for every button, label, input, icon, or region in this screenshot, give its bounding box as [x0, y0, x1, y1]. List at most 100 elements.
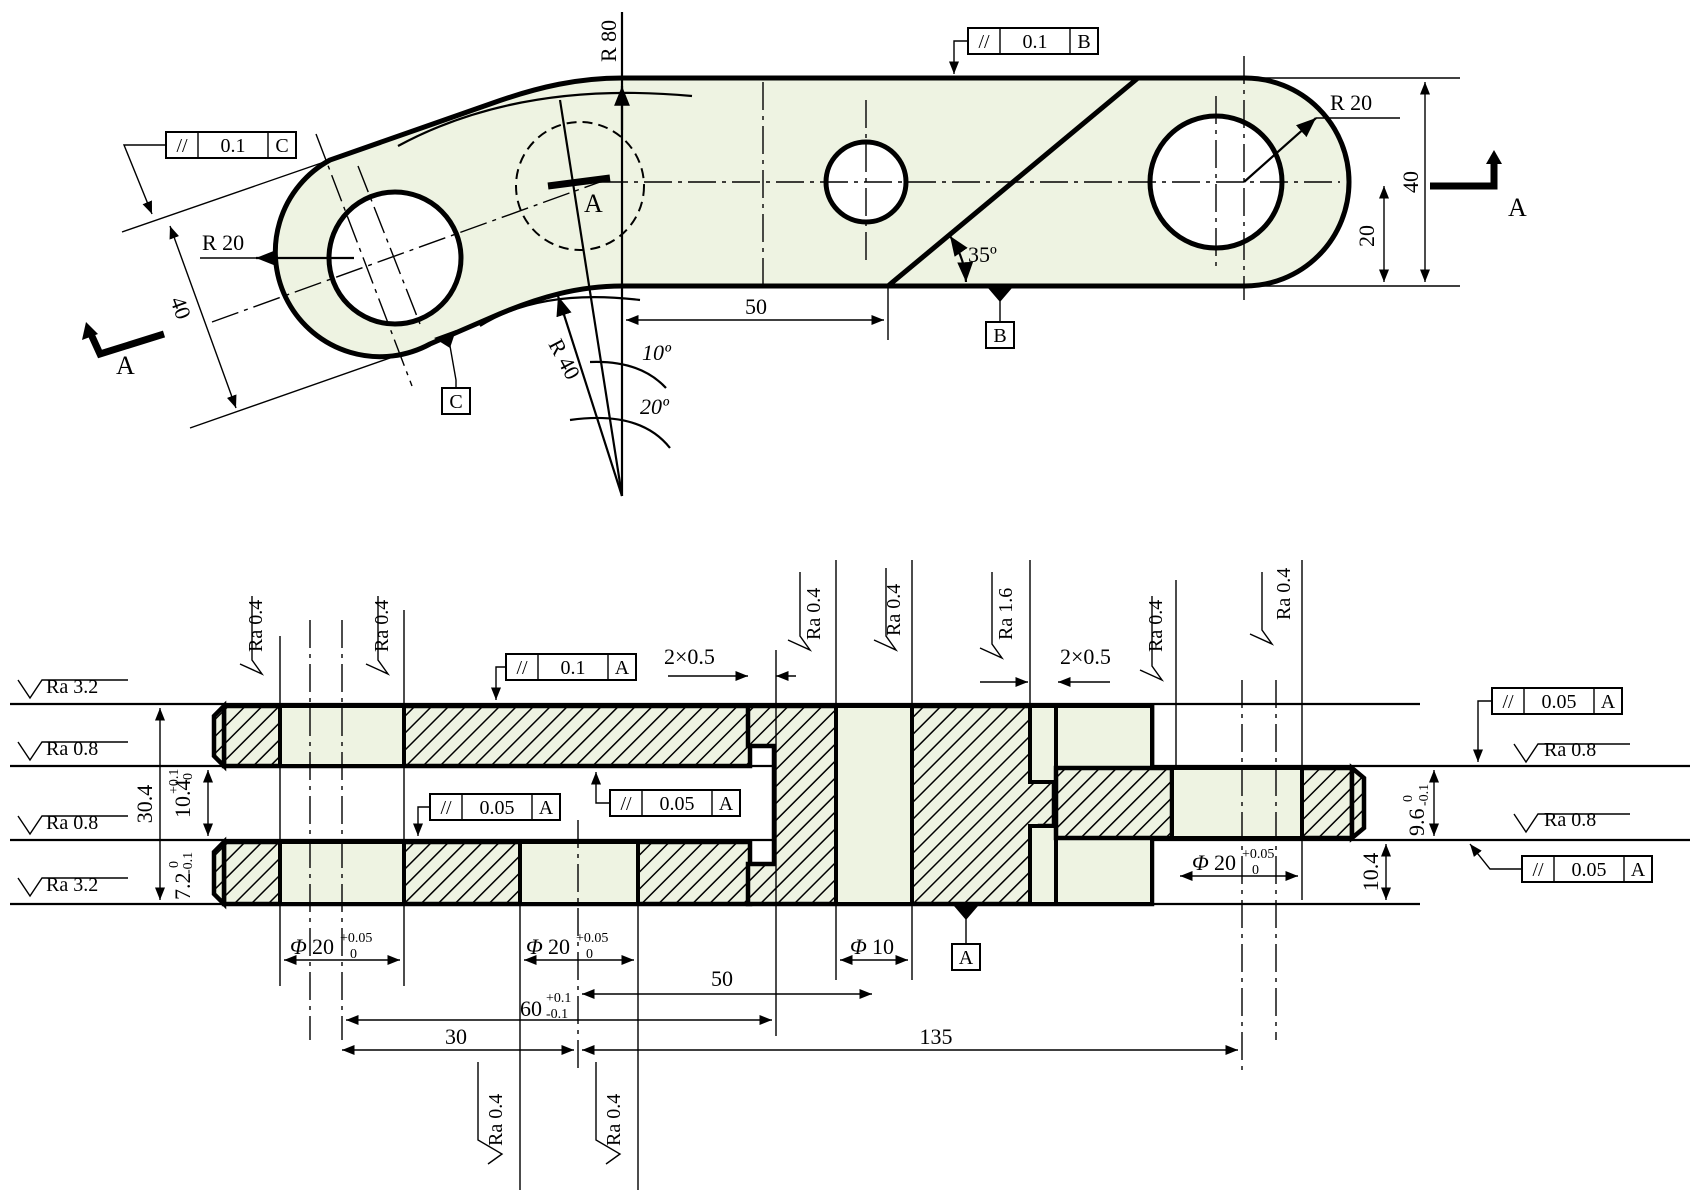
angle-10-arc — [589, 360, 667, 389]
r80-label: R 80 — [596, 20, 621, 62]
section-mark-left — [86, 330, 166, 359]
chamfer-upper — [211, 700, 227, 772]
svg-text://: // — [1532, 859, 1544, 881]
svg-text:Ra 0.4: Ra 0.4 — [245, 600, 267, 652]
centerline-angled — [211, 181, 601, 323]
ra-bottom-group: Ra 0.4 Ra 0.4 — [477, 1062, 625, 1165]
svg-text:Ra 0.4: Ra 0.4 — [603, 1094, 625, 1146]
top-view: A A A 40 20 R 20 R 80 R 40 R 20 40 50 35… — [82, 12, 1527, 497]
dim-9-6: 9.6 — [1404, 809, 1429, 837]
dia-20-2-tol-up: +0.05 — [576, 931, 608, 946]
section-mark-right — [1430, 160, 1498, 190]
fcf-b: // 0.1 B — [948, 27, 1099, 74]
dim-20-right: 20 — [1354, 225, 1379, 247]
chamfer-label-2: 2×0.5 — [1060, 644, 1111, 669]
svg-text:A: A — [1631, 859, 1646, 881]
section-view: Ra 3.2 Ra 0.8 Ra 0.8 Ra 3.2 Ra 0.8 Ra 0.… — [10, 560, 1690, 1190]
section-mark-center — [547, 174, 611, 190]
r20-right-leader — [1243, 117, 1317, 183]
right-hole — [1170, 766, 1304, 840]
svg-text:Ra 0.8: Ra 0.8 — [46, 812, 98, 834]
svg-text:Ra 1.6: Ra 1.6 — [995, 588, 1017, 640]
dim-30-4: 30.4 — [132, 785, 157, 824]
dim-135: 135 — [920, 1024, 953, 1049]
dia-symbol-1: Φ — [290, 934, 307, 959]
svg-text:Ra 0.4: Ra 0.4 — [485, 1094, 507, 1146]
dia-20-2-tol-lo: 0 — [586, 947, 593, 962]
datum-b: B — [985, 288, 1015, 349]
svg-text:Ra 0.4: Ra 0.4 — [1273, 568, 1295, 620]
angle-20-label: 20º — [640, 394, 670, 419]
dim-line-40-left — [169, 225, 237, 409]
angle-20-arc — [569, 416, 671, 449]
svg-text:Ra 3.2: Ra 3.2 — [46, 874, 98, 896]
svg-text://: // — [176, 135, 188, 157]
svg-text://: // — [516, 657, 528, 679]
ra-top-group: Ra 0.4 Ra 0.4 Ra 0.4 Ra 0.4 Ra 1.6 Ra 0.… — [239, 568, 1295, 682]
dia-symbol-4: Φ — [1192, 850, 1209, 875]
dia-symbol-3: Φ — [850, 934, 867, 959]
svg-text:0.05: 0.05 — [480, 797, 515, 819]
svg-text:Ra 0.4: Ra 0.4 — [803, 588, 825, 640]
fcf-section-right-top: // 0.05 A — [1472, 687, 1623, 762]
r80-arc — [397, 91, 693, 147]
dim-60-tol-up: +0.1 — [546, 991, 571, 1006]
section-label-right: A — [1508, 193, 1527, 222]
dim-10-4: 10.4 — [170, 780, 195, 819]
ra-left-group: Ra 3.2 Ra 0.8 Ra 0.8 Ra 3.2 — [17, 676, 128, 898]
svg-text:C: C — [449, 391, 462, 413]
svg-text:Ra 0.8: Ra 0.8 — [1544, 809, 1596, 831]
angle-10-label: 10º — [642, 340, 672, 365]
svg-text:0.05: 0.05 — [1572, 859, 1607, 881]
r40-arc — [479, 296, 641, 327]
svg-text:0.05: 0.05 — [660, 793, 695, 815]
svg-text:0.1: 0.1 — [561, 657, 586, 679]
dim-7-2: 7.2 — [170, 873, 195, 901]
fcf-section-mid-center: // 0.05 A — [590, 772, 741, 817]
dim-9-6-tol-up: 0 — [1401, 795, 1416, 802]
angle-35-arc — [949, 235, 974, 283]
dim-60: 60 — [520, 996, 542, 1021]
svg-text:0.1: 0.1 — [221, 135, 246, 157]
datum-c: C — [434, 330, 471, 415]
dia-20-3-tol-up: +0.05 — [1242, 847, 1274, 862]
svg-text:Ra 0.4: Ra 0.4 — [883, 584, 905, 636]
dia-symbol-2: Φ — [526, 934, 543, 959]
centerline-left-h — [357, 165, 421, 325]
chamfer-lower — [211, 836, 227, 910]
chamfer-label-1: 2×0.5 — [664, 644, 715, 669]
dim-40-right: 40 — [1398, 171, 1423, 193]
r20-right-label: R 20 — [1330, 90, 1372, 115]
svg-text:0.05: 0.05 — [1542, 691, 1577, 713]
ra-right-group: Ra 0.8 Ra 0.8 — [1513, 739, 1630, 834]
ext-line-left-top — [121, 159, 331, 233]
svg-text://: // — [1502, 691, 1514, 713]
svg-text:A: A — [719, 793, 734, 815]
section-label-left: A — [116, 351, 135, 380]
fcf-section-right-bottom: // 0.05 A — [1469, 843, 1653, 883]
dim-7-2-tol-up: 0 — [167, 861, 182, 868]
relief-groove-lower — [1028, 824, 1058, 906]
dim-60-tol-lo: -0.1 — [546, 1007, 568, 1022]
dia-20-2: 20 — [548, 934, 570, 959]
tongue — [1053, 765, 1179, 841]
dim-10-4-tol-up: +0.1 — [167, 769, 182, 794]
chamfer-right — [1349, 763, 1367, 843]
r40-label: R 40 — [544, 335, 586, 384]
svg-text://: // — [440, 797, 452, 819]
datum-a: A — [951, 906, 981, 971]
ext-line-left-bottom — [189, 343, 431, 429]
r40-leader — [556, 295, 624, 497]
svg-text:A: A — [959, 947, 974, 969]
fcf-section-mid-left: // 0.05 A — [412, 793, 561, 836]
center-bore — [834, 704, 914, 906]
angle-35-label: 35º — [968, 242, 997, 267]
svg-text:0.1: 0.1 — [1023, 31, 1048, 53]
svg-text:Ra 0.4: Ra 0.4 — [1145, 600, 1167, 652]
hidden-circle — [515, 121, 645, 251]
r20-left-label: R 20 — [202, 230, 244, 255]
dim-50-top: 50 — [745, 294, 767, 319]
svg-text:Ra 0.4: Ra 0.4 — [371, 600, 393, 652]
dia-20-3: 20 — [1214, 850, 1236, 875]
